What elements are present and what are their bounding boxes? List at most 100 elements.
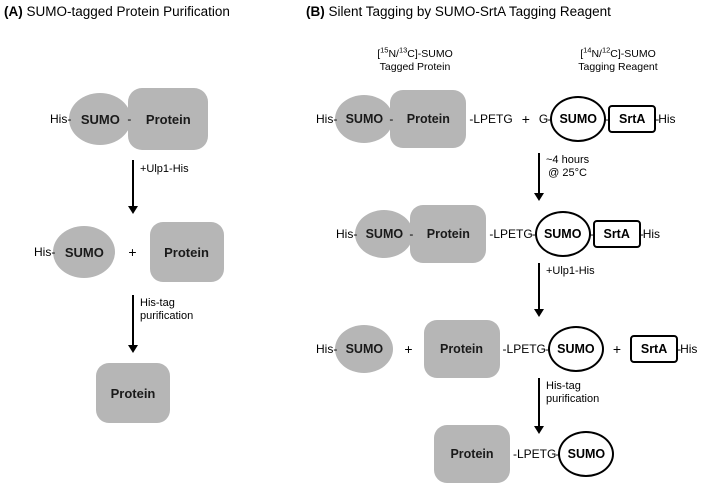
srta-label: SrtA: [603, 227, 630, 241]
sumo-label: SUMO: [543, 227, 582, 241]
sumo-shape: SUMO: [335, 95, 394, 143]
arrow-head: [127, 345, 138, 353]
linker-dash: -: [544, 342, 549, 356]
panel-b-right-header: [14N/12C]-SUMO Tagging Reagent: [558, 45, 678, 73]
panel-a-title-text: SUMO-tagged Protein Purification: [26, 4, 230, 19]
panel-a-arrow-2-label: His-tag purification: [140, 297, 193, 323]
arrow-shaft: [132, 160, 134, 208]
plus-sign: +: [521, 111, 530, 127]
sumo-label: SUMO: [365, 227, 404, 241]
arrow-label-line-1: ~4 hours: [546, 154, 590, 166]
sumo-shape: SUMO: [355, 210, 414, 258]
lpetg-label: LPETG: [473, 112, 513, 126]
linker-dash: -: [531, 227, 536, 241]
linker-dash: -: [639, 227, 644, 241]
protein-label: Protein: [406, 112, 450, 126]
panel-a-row-1: His- SUMO - Protein: [50, 88, 209, 150]
protein-shape: Protein: [434, 425, 510, 483]
protein-label: Protein: [145, 111, 191, 127]
sumo-reagent-shape: SUMO: [547, 326, 604, 372]
sumo-shape: SUMO: [53, 226, 116, 278]
linker-dash: -: [389, 112, 394, 126]
panel-b-row-3: His- SUMO + Protein - LPETG - SUMO + Srt…: [316, 320, 697, 378]
isotope-14: 14: [583, 45, 592, 55]
arrow-label-line-1: His-tag: [546, 380, 581, 392]
panel-a-row-2: His- SUMO + Protein: [34, 222, 224, 282]
sumo-label: SUMO: [345, 112, 384, 126]
panel-b-left-header: [15N/13C]-SUMO Tagged Protein: [360, 45, 470, 73]
arrow-head: [533, 193, 544, 201]
protein-shape: Protein: [423, 320, 500, 378]
arrow-shaft: [538, 378, 540, 428]
panel-b-arrow-2-label: +Ulp1-His: [546, 265, 595, 277]
panel-a-arrow-1-label: +Ulp1-His: [140, 163, 189, 175]
linker-dash: -: [502, 342, 507, 356]
linker-dash: -: [127, 112, 132, 126]
sumo-label: SUMO: [345, 342, 384, 356]
sumo-label: SUMO: [567, 447, 606, 461]
linker-dash: -: [513, 447, 517, 461]
his-label: His-: [34, 245, 56, 259]
linker-dash: -: [605, 112, 610, 126]
linker-dash: -: [677, 342, 682, 356]
sumo-label: SUMO: [557, 342, 595, 356]
protein-label: Protein: [450, 447, 494, 461]
arrow-shaft: [538, 263, 540, 311]
panel-a-tag: (A): [4, 4, 23, 19]
panel-a-title: (A) SUMO-tagged Protein Purification: [4, 5, 230, 19]
arrow-label-line-2: purification: [140, 310, 194, 322]
protein-shape: Protein: [96, 363, 170, 423]
right-header-line-2: Tagging Reagent: [578, 60, 658, 73]
protein-shape: Protein: [128, 88, 209, 150]
panel-b-arrow-1-label: ~4 hours @ 25°C: [546, 154, 589, 180]
srta-shape: SrtA: [608, 105, 657, 133]
plus-sign: +: [128, 244, 137, 260]
srta-label: SrtA: [619, 112, 646, 126]
protein-label: Protein: [426, 227, 470, 241]
panel-b-row-1: His- SUMO - Protein - LPETG + G - SUMO -…: [316, 90, 676, 148]
linker-dash: -: [409, 227, 414, 241]
sumo-reagent-shape: SUMO: [534, 211, 591, 257]
left-header-line-2: Tagged Protein: [379, 60, 451, 73]
linker-dash: -: [589, 227, 594, 241]
protein-label: Protein: [439, 342, 484, 356]
plus-sign: +: [612, 341, 622, 357]
panel-b-arrow-3-label: His-tag purification: [546, 380, 599, 406]
panel-b-title-text: Silent Tagging by SUMO-SrtA Tagging Reag…: [328, 4, 611, 19]
isotope-12: 12: [601, 45, 611, 55]
isotope-13: 13: [398, 45, 408, 55]
his-end-label: His: [658, 112, 676, 126]
linker-dash: -: [555, 447, 560, 461]
lpetg-label: LPETG: [506, 342, 546, 356]
his-label: His-: [336, 227, 358, 241]
panel-b-row-2: His- SUMO - Protein - LPETG - SUMO - Srt…: [336, 205, 660, 263]
panel-a-row-3: Protein: [96, 363, 170, 423]
arrow-label-line-2: @ 25°C: [548, 167, 587, 179]
arrow-head: [533, 426, 544, 434]
plus-sign: +: [404, 341, 413, 357]
sumo-reagent-shape: SUMO: [550, 96, 607, 142]
protein-shape: Protein: [149, 222, 224, 282]
lpetg-label: LPETG: [517, 447, 557, 461]
panel-b-tag: (B): [306, 4, 325, 19]
arrow-shaft: [132, 295, 134, 347]
linker-dash: -: [489, 227, 494, 241]
his-label: His-: [316, 342, 338, 356]
srta-shape: SrtA: [630, 335, 679, 363]
isotope-15: 15: [380, 45, 389, 55]
sumo-label: SUMO: [559, 112, 597, 126]
protein-shape: Protein: [390, 90, 467, 148]
arrow-shaft: [538, 153, 540, 195]
linker-dash: -: [655, 112, 660, 126]
protein-label: Protein: [164, 244, 209, 260]
sumo-label: SUMO: [64, 244, 104, 260]
sumo-shape: SUMO: [335, 325, 394, 373]
right-header-line-1: [14N/12C]-SUMO: [580, 45, 656, 60]
his-label: His-: [316, 112, 338, 126]
arrow-label-line-1: His-tag: [140, 297, 175, 309]
arrow-head: [127, 206, 138, 214]
lpetg-label: LPETG: [493, 227, 533, 241]
srta-shape: SrtA: [592, 220, 641, 248]
glycine-label: G: [538, 112, 549, 126]
sumo-label: SUMO: [80, 111, 120, 127]
